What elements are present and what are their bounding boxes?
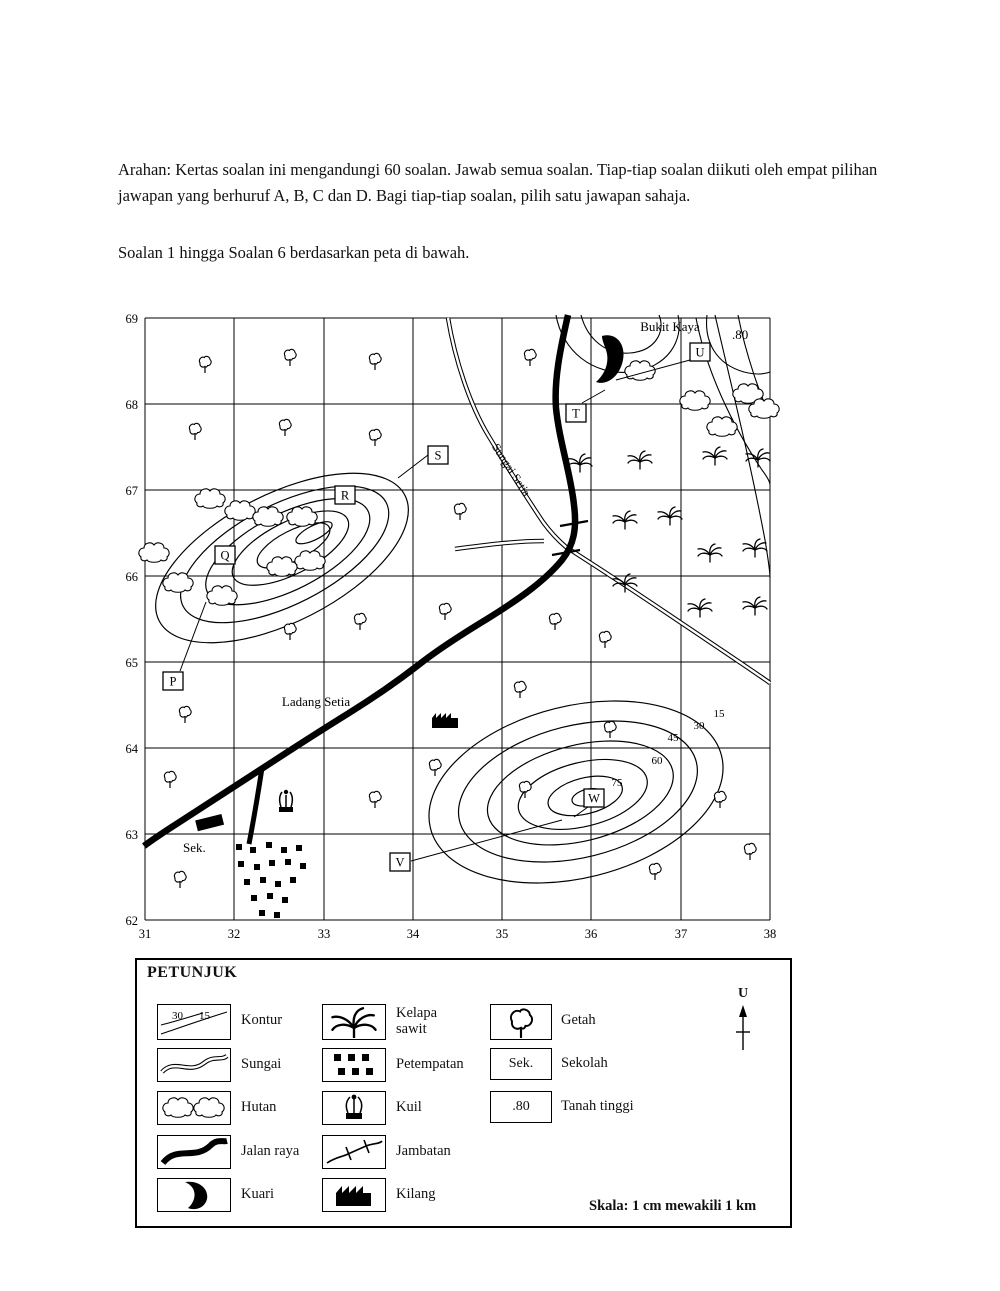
- north-arrow-icon: [736, 1005, 750, 1050]
- river: [445, 317, 772, 685]
- svg-text:S: S: [435, 449, 442, 463]
- easting-labels: 31 32 33 34 35 36 37 38: [139, 927, 777, 941]
- jambatan-label: Jambatan: [396, 1143, 451, 1159]
- svg-text:R: R: [341, 489, 350, 503]
- svg-text:38: 38: [764, 927, 777, 941]
- svg-text:66: 66: [126, 570, 139, 584]
- svg-text:65: 65: [126, 656, 139, 670]
- svg-text:35: 35: [496, 927, 509, 941]
- svg-text:60: 60: [652, 755, 664, 767]
- quarry-icon: [596, 335, 624, 383]
- svg-text:U: U: [695, 346, 704, 360]
- sekolah-symbol: Sek.: [490, 1048, 552, 1080]
- jalan-raya-label: Jalan raya: [241, 1143, 300, 1159]
- map-intro-text: Soalan 1 hingga Soalan 6 berdasarkan pet…: [118, 243, 470, 262]
- kuil-symbol: [322, 1091, 386, 1125]
- northing-labels: 69 68 67 66 65 64 63 62: [126, 312, 139, 928]
- svg-text:68: 68: [126, 398, 139, 412]
- svg-text:33: 33: [318, 927, 331, 941]
- factory-icon: [432, 713, 458, 728]
- kontur-label: Kontur: [241, 1012, 283, 1028]
- svg-text:45: 45: [668, 732, 680, 744]
- marker-W: W: [583, 788, 605, 808]
- kuari-symbol: [157, 1178, 231, 1212]
- jambatan-symbol: [322, 1135, 386, 1169]
- svg-text:63: 63: [126, 828, 139, 842]
- main-road: [142, 314, 579, 849]
- hutan-symbol: [157, 1091, 231, 1125]
- getah-symbol: [490, 1004, 552, 1040]
- svg-text:32: 32: [228, 927, 241, 941]
- school-label: Sek.: [183, 840, 206, 855]
- svg-text:V: V: [395, 856, 404, 870]
- contour-value-labels: 75 60 45 30 15: [612, 708, 726, 789]
- bridge-icon: [551, 519, 589, 557]
- west-hill-contours: [155, 472, 409, 644]
- sekolah-label: Sekolah: [561, 1055, 608, 1071]
- svg-text:34: 34: [407, 927, 420, 941]
- tanah-tinggi-label: Tanah tinggi: [561, 1098, 634, 1114]
- settlement-symbols: [236, 842, 306, 918]
- kuil-label: Kuil: [396, 1099, 422, 1115]
- svg-text:64: 64: [126, 742, 139, 756]
- marker-leader-lines: [179, 359, 691, 862]
- kuari-label: Kuari: [241, 1186, 275, 1202]
- scale-text: Skala: 1 cm mewakili 1 km: [589, 1198, 757, 1214]
- bukit-kaya-label: Bukit Kaya: [640, 319, 700, 334]
- school-building: [195, 814, 225, 832]
- sungai-symbol: [157, 1048, 231, 1082]
- legend-title: PETUNJUK: [147, 964, 238, 981]
- legend: PETUNJUK 30 15 Kontur Sungai Hutan Jalan…: [135, 958, 792, 1228]
- svg-text:T: T: [572, 407, 580, 421]
- svg-text:75: 75: [612, 777, 624, 789]
- bukit-kaya-contours: [555, 314, 771, 579]
- spot-height-label: .80: [732, 327, 748, 342]
- svg-text:37: 37: [675, 927, 688, 941]
- marker-S: S: [427, 445, 449, 465]
- svg-text:15: 15: [714, 708, 726, 720]
- svg-text:62: 62: [126, 914, 139, 928]
- kelapa-sawit-symbol: [322, 1004, 386, 1040]
- marker-U: U: [689, 342, 711, 362]
- forest-symbols: [138, 360, 780, 606]
- kontur-symbol: 30 15: [157, 1004, 231, 1040]
- svg-text:69: 69: [126, 312, 139, 326]
- petempatan-label: Petempatan: [396, 1056, 464, 1072]
- marker-R: R: [334, 485, 356, 505]
- marker-T: T: [565, 403, 587, 423]
- oil-palm-symbols: [567, 446, 771, 618]
- svg-text:Q: Q: [220, 549, 229, 563]
- instructions-text: Arahan: Kertas soalan ini mengandungi 60…: [118, 160, 878, 205]
- marker-V: V: [389, 852, 411, 872]
- svg-text:30: 30: [694, 720, 706, 732]
- svg-text:30: 30: [172, 1010, 184, 1022]
- branch-road: [246, 767, 265, 845]
- jalan-raya-symbol: [157, 1135, 231, 1169]
- topographic-map: 69 68 67 66 65 64 63 62 31 32 33 34 35 3…: [126, 312, 780, 941]
- north-indicator: U: [731, 986, 755, 1059]
- estate-label: Ladang Setia: [282, 694, 350, 709]
- marker-P: P: [162, 671, 184, 691]
- svg-text:36: 36: [585, 927, 598, 941]
- marker-Q: Q: [214, 545, 236, 565]
- tanah-tinggi-symbol: .80: [490, 1091, 552, 1123]
- north-label: U: [737, 986, 749, 1001]
- temple-icon: [278, 789, 294, 812]
- kilang-label: Kilang: [396, 1186, 436, 1202]
- svg-text:31: 31: [139, 927, 152, 941]
- svg-text:W: W: [588, 792, 600, 806]
- petempatan-symbol: [322, 1048, 386, 1082]
- map-grid: [144, 317, 771, 921]
- sungai-label: Sungai: [241, 1056, 282, 1072]
- kelapa-sawit-label: Kelapa sawit: [396, 1005, 438, 1037]
- getah-label: Getah: [561, 1012, 596, 1028]
- river-label: Sungai Setia: [489, 441, 534, 500]
- east-hill-contours: [428, 700, 724, 884]
- kilang-symbol: [322, 1178, 386, 1212]
- svg-text:67: 67: [126, 484, 139, 498]
- svg-text:15: 15: [199, 1010, 211, 1022]
- hutan-label: Hutan: [241, 1099, 277, 1115]
- svg-text:P: P: [170, 675, 177, 689]
